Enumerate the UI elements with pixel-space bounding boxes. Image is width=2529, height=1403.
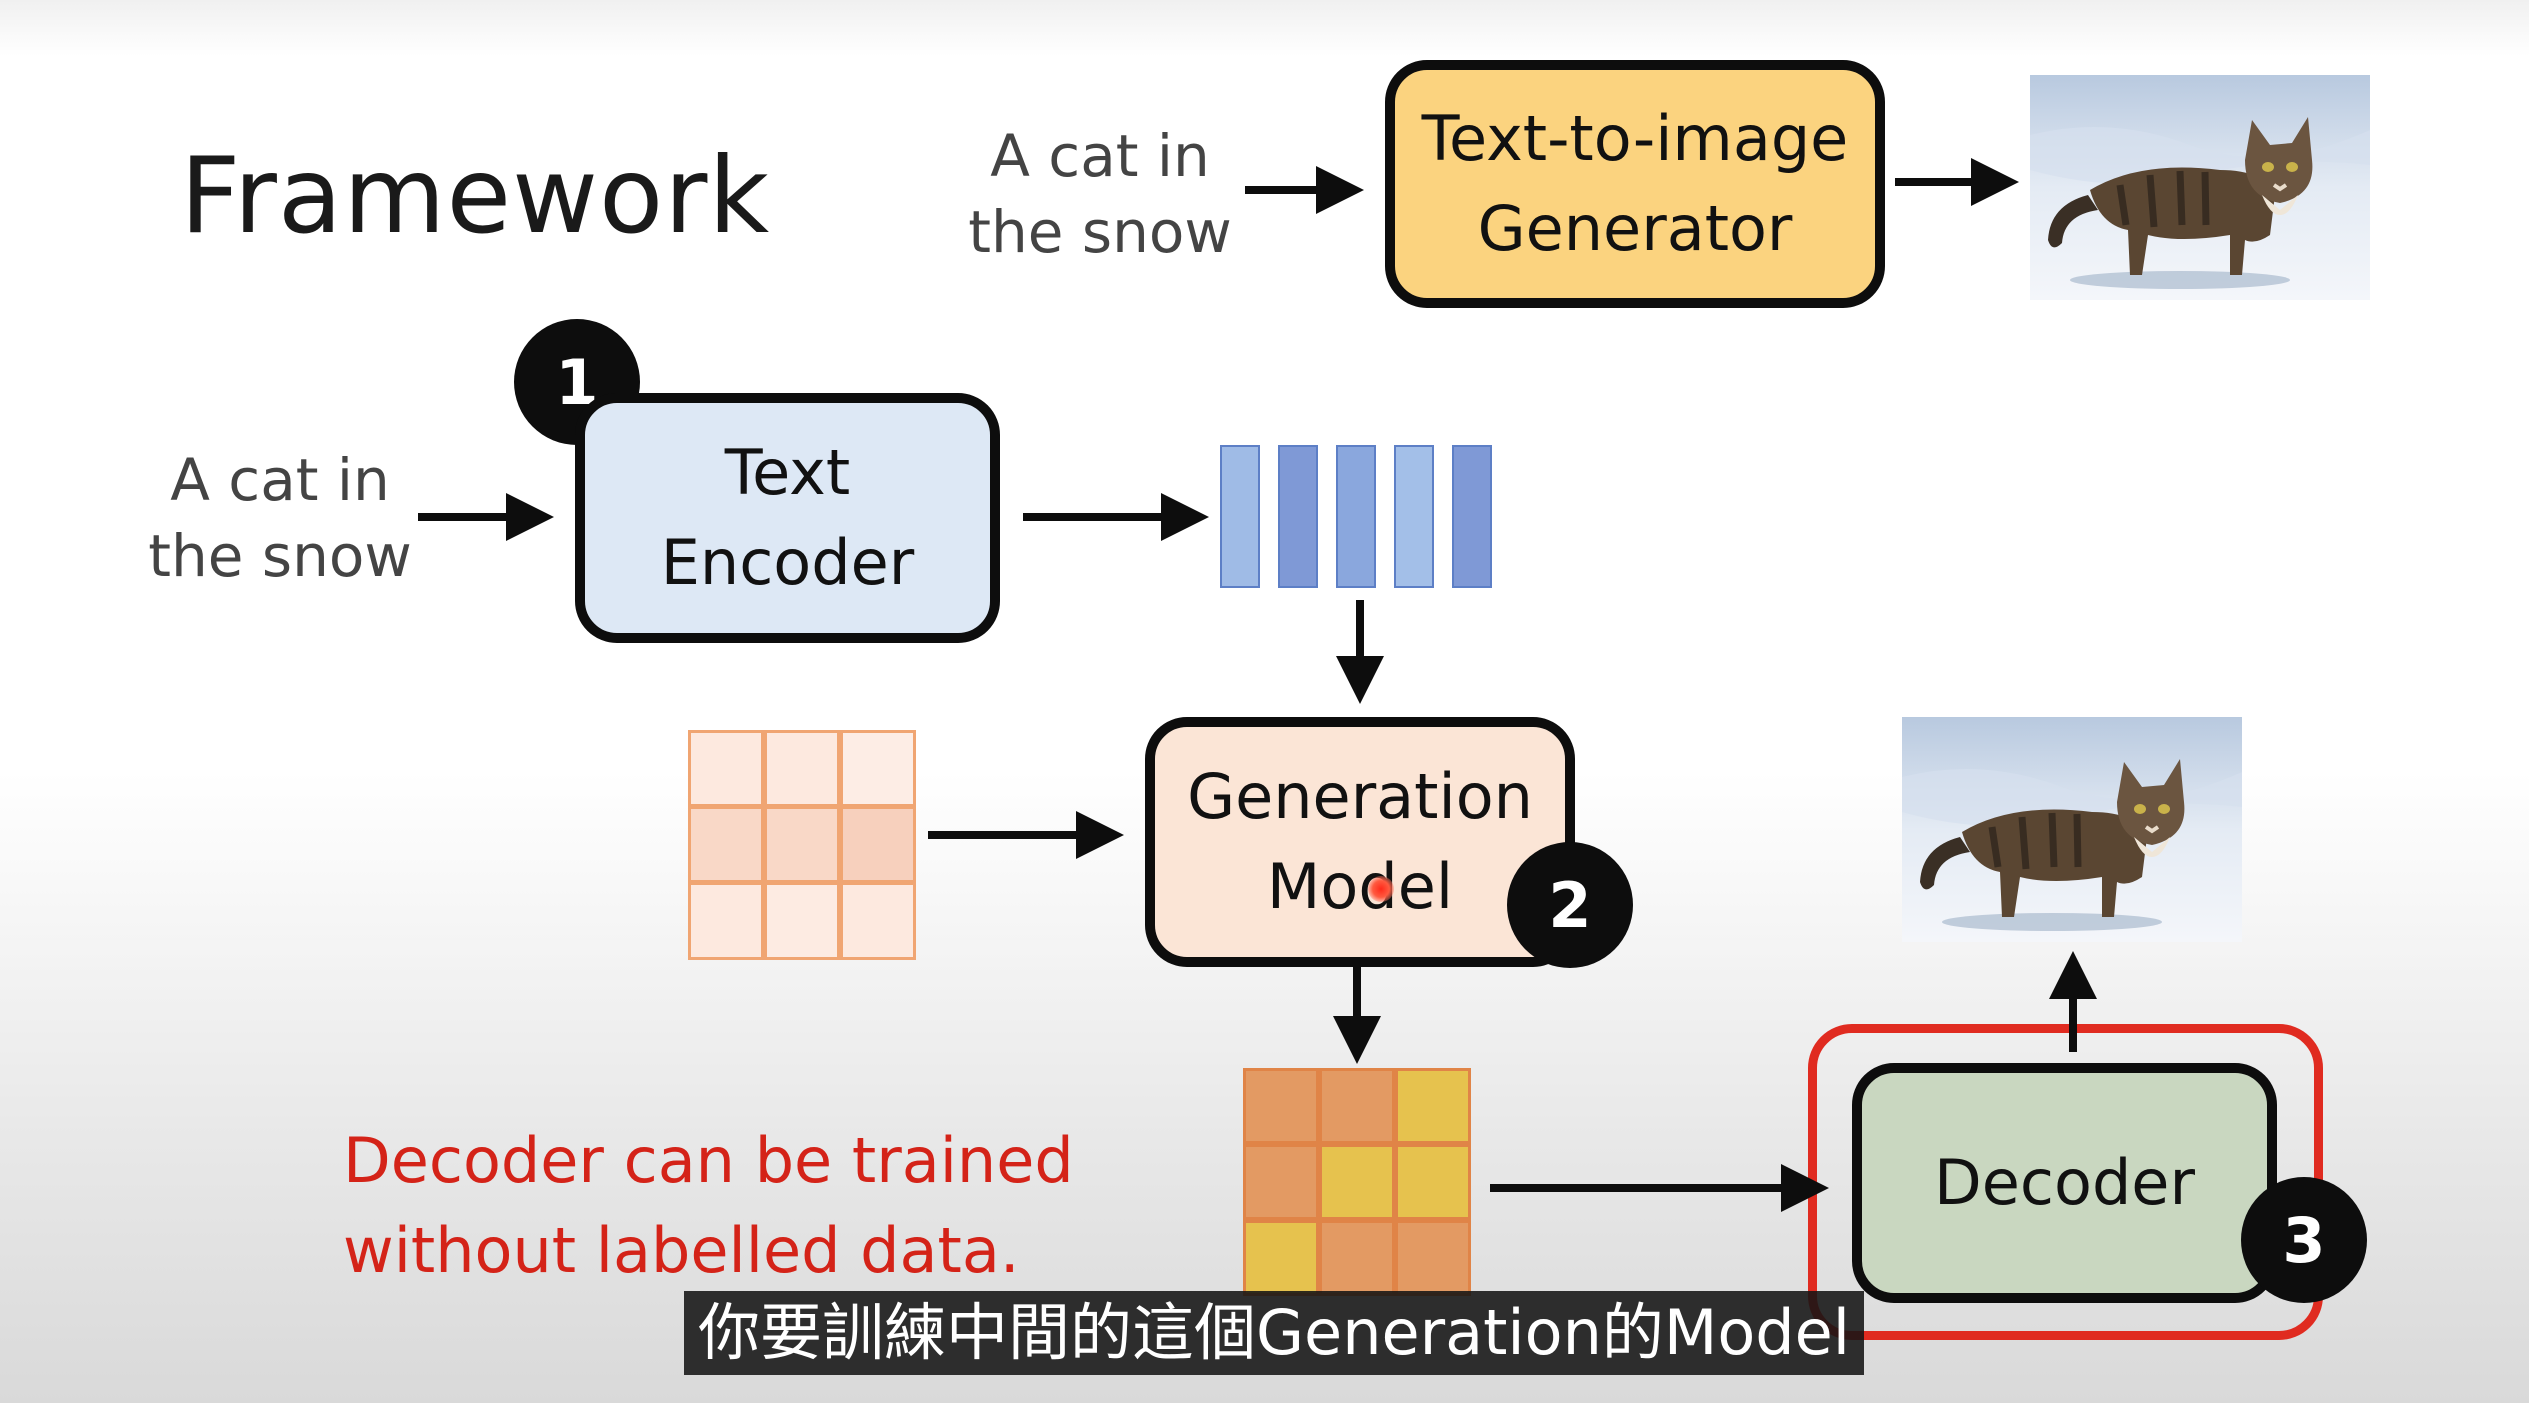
generation-model-box: Generation Model: [1145, 717, 1575, 967]
grid-cell: [764, 730, 840, 807]
step-3-badge: 3: [2241, 1177, 2367, 1303]
embedding-bar: [1452, 445, 1492, 588]
video-subtitle: 你要訓練中間的這個Generation的Model: [684, 1291, 1865, 1375]
grid-cell: [1395, 1068, 1471, 1144]
input-latent-grid: [688, 730, 916, 960]
generator-label-line-2: Generator: [1477, 192, 1793, 265]
decoder-note-line-2: without labelled data.: [343, 1214, 1020, 1287]
decoder-note-line-1: Decoder can be trained: [343, 1124, 1074, 1197]
left-prompt-line-2: the snow: [148, 522, 412, 590]
step-2-badge: 2: [1507, 842, 1633, 968]
grid-cell: [840, 882, 916, 960]
grid-cell: [764, 806, 840, 883]
top-prompt: A cat in the snow: [960, 118, 1240, 270]
embedding-bar: [1336, 445, 1376, 588]
decoder-label: Decoder: [1934, 1146, 2195, 1219]
grid-cell: [1395, 1144, 1471, 1220]
grid-cell: [1395, 1220, 1471, 1296]
top-prompt-line-2: the snow: [968, 198, 1232, 266]
encoder-label-line-1: Text: [724, 436, 851, 509]
grid-cell: [1319, 1144, 1395, 1220]
grid-cell: [1243, 1144, 1319, 1220]
grid-cell: [1319, 1068, 1395, 1144]
cat-photo-top: [2030, 75, 2370, 300]
grid-cell: [688, 882, 764, 960]
grid-cell: [688, 730, 764, 807]
cat-in-snow-photo-icon: [2030, 75, 2370, 300]
cat-photo-output: [1902, 717, 2242, 942]
text-encoder-box: Text Encoder: [575, 393, 1000, 643]
generator-label-line-1: Text-to-image: [1421, 102, 1849, 175]
text-to-image-generator-box: Text-to-image Generator: [1385, 60, 1885, 308]
grid-cell: [840, 730, 916, 807]
grid-cell: [688, 806, 764, 883]
grid-cell: [840, 806, 916, 883]
embedding-bar: [1394, 445, 1434, 588]
red-pointer-dot-icon: [1368, 876, 1394, 902]
generation-label-line-2: Model: [1266, 850, 1454, 923]
generation-label-line-1: Generation: [1187, 760, 1533, 833]
slide-title: Framework: [180, 135, 771, 257]
decoder-box: Decoder: [1852, 1063, 2277, 1303]
top-prompt-line-1: A cat in: [990, 122, 1210, 190]
cat-in-snow-photo-icon: [1902, 717, 2242, 942]
left-prompt: A cat in the snow: [140, 442, 420, 594]
decoder-note: Decoder can be trained without labelled …: [343, 1116, 1074, 1296]
left-prompt-line-1: A cat in: [170, 446, 390, 514]
text-embedding-vector: [1220, 445, 1498, 588]
output-latent-grid: [1243, 1068, 1471, 1296]
embedding-bar: [1278, 445, 1318, 588]
grid-cell: [1243, 1068, 1319, 1144]
grid-cell: [764, 882, 840, 960]
embedding-bar: [1220, 445, 1260, 588]
grid-cell: [1319, 1220, 1395, 1296]
encoder-label-line-2: Encoder: [660, 526, 915, 599]
